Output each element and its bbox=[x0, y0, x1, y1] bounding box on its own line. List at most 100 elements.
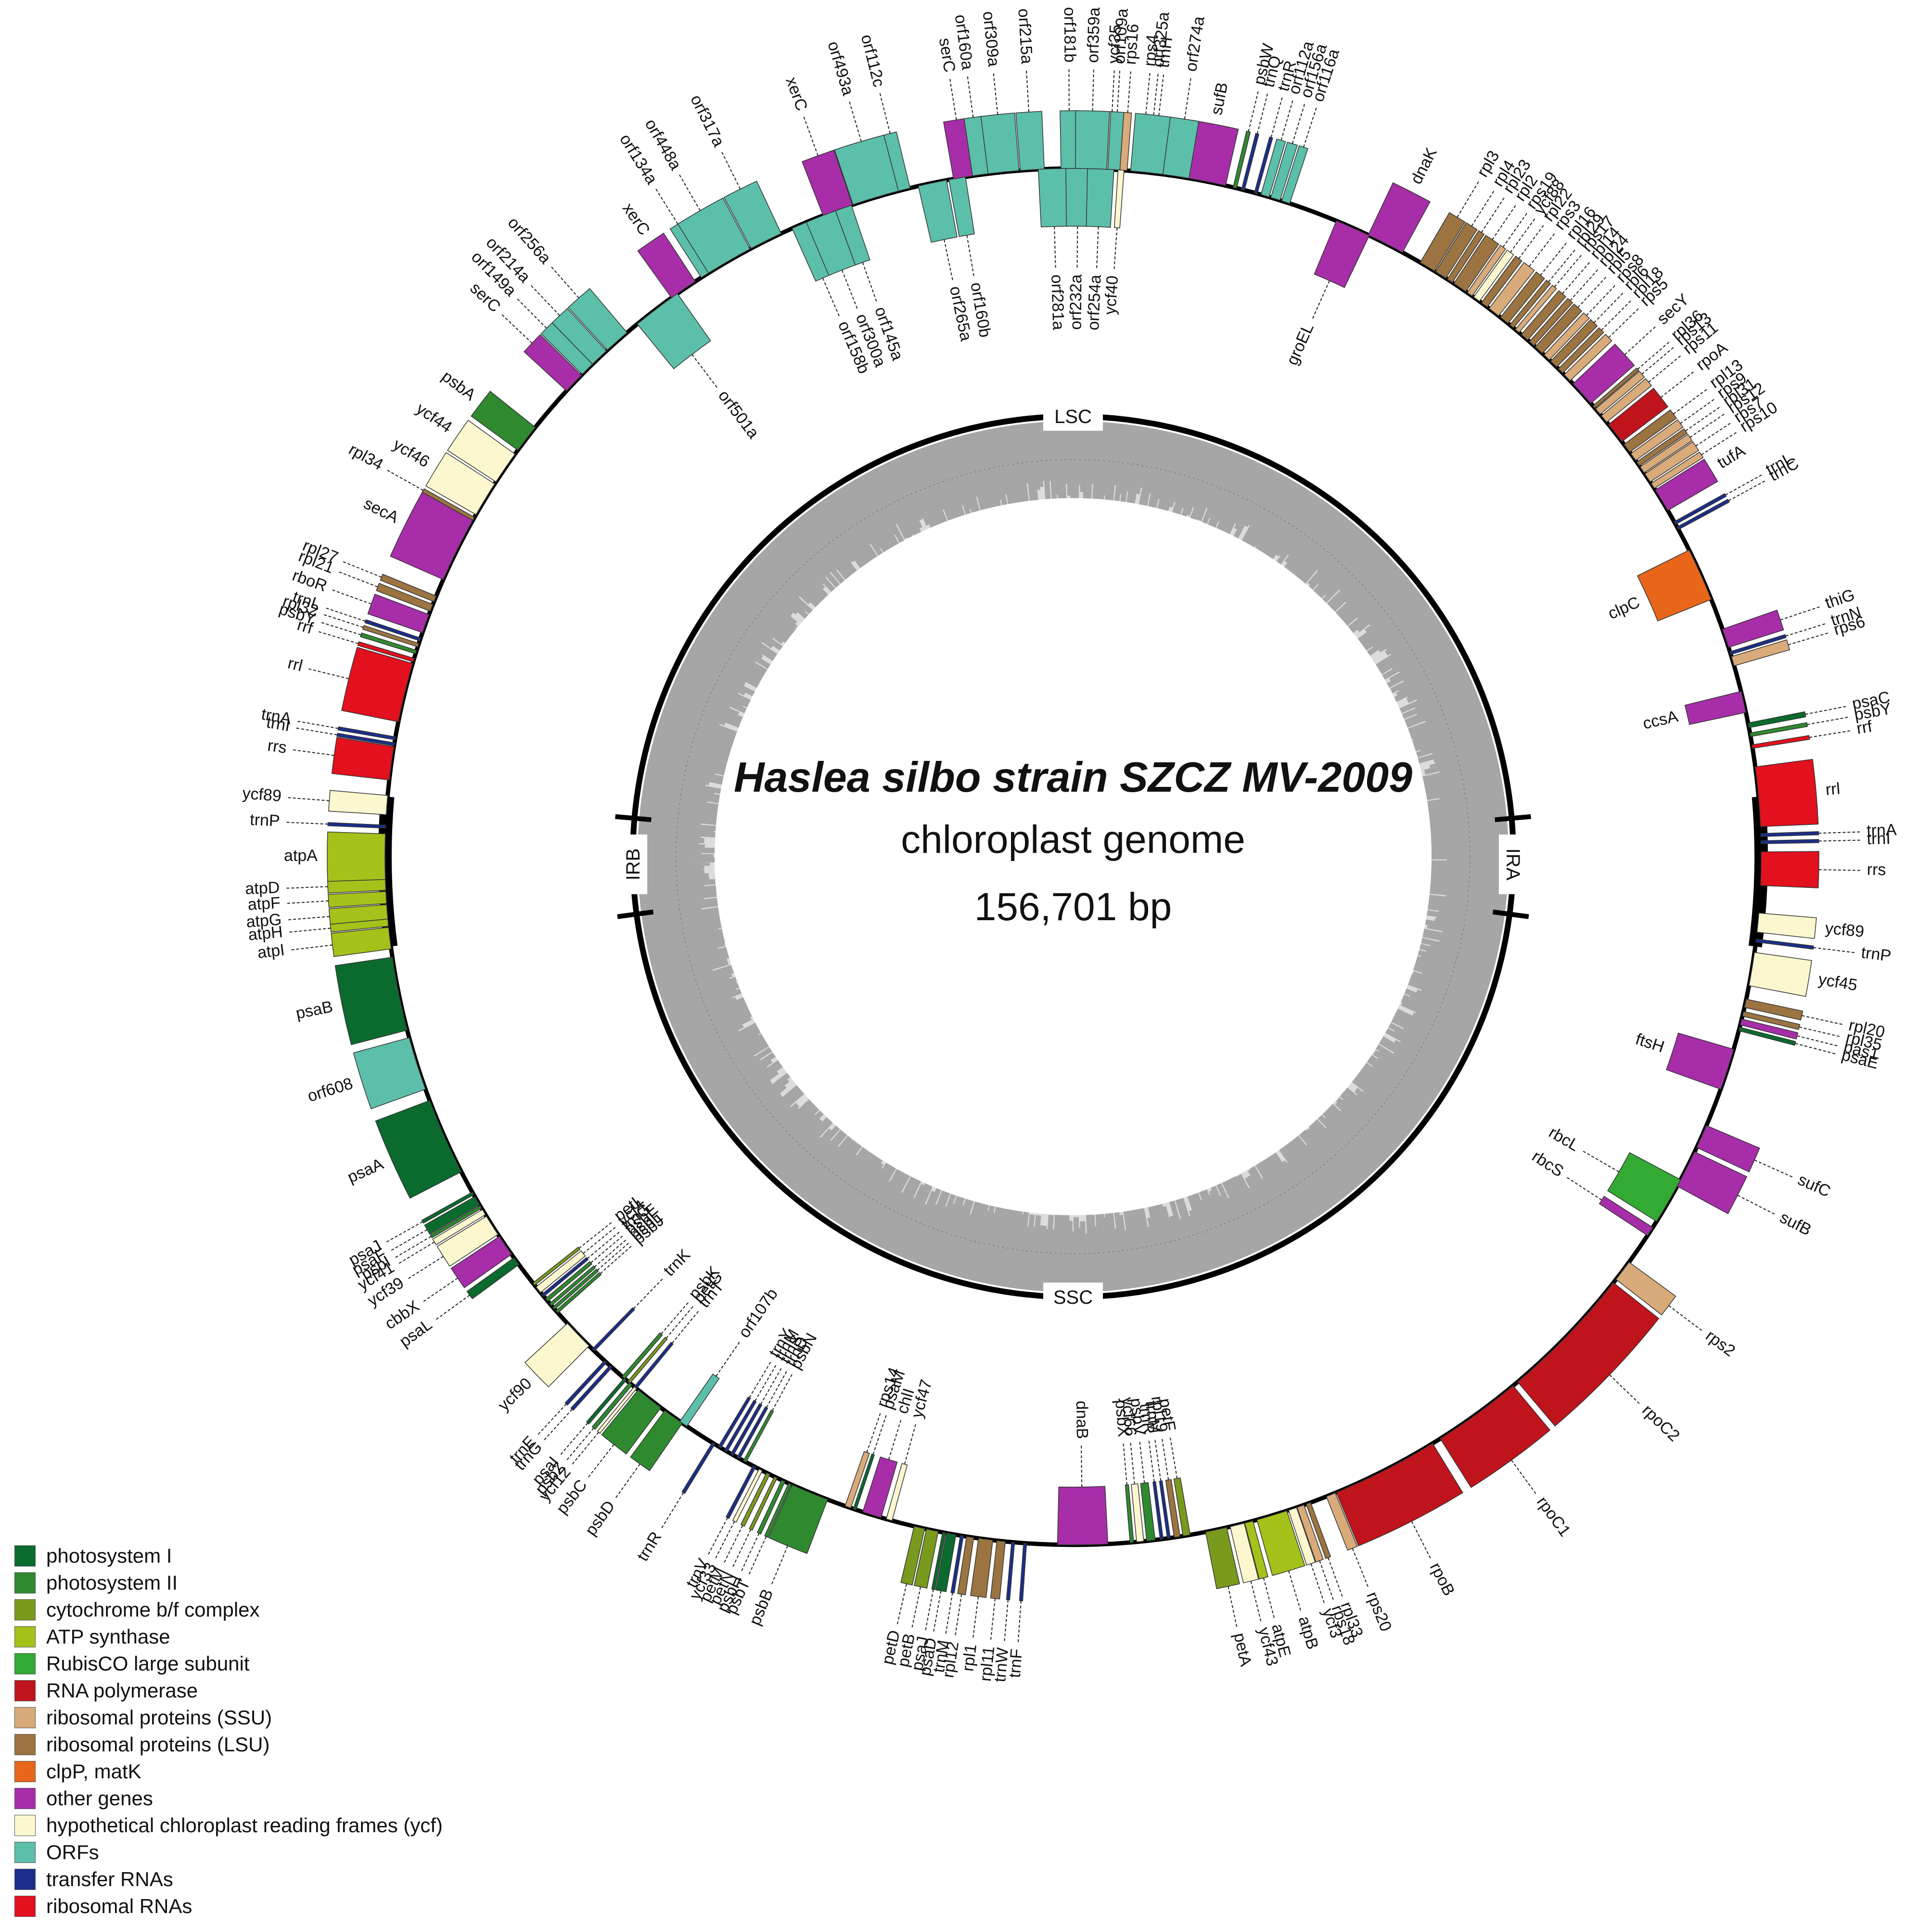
legend-label: ribosomal proteins (SSU) bbox=[46, 1706, 272, 1729]
legend-swatch bbox=[14, 1599, 36, 1620]
gene-leader-rps11 bbox=[1648, 354, 1683, 383]
gene-leader-rps5 bbox=[1608, 307, 1640, 338]
gene-block-orf359a bbox=[1075, 110, 1110, 170]
gene-leader-psbC bbox=[587, 1444, 614, 1479]
gene-label-rbcS: rbcS bbox=[1529, 1147, 1567, 1181]
gene-label-clpC: clpC bbox=[1605, 593, 1643, 623]
gene-leader-rpoC2 bbox=[1609, 1375, 1641, 1405]
gene-block-trnA bbox=[1760, 831, 1819, 837]
gene-leader-ycf88 bbox=[1510, 217, 1536, 253]
gene-leader-rpl31 bbox=[1685, 406, 1722, 432]
gene-leader-trnD bbox=[766, 1369, 788, 1408]
gene-leader-orf317a bbox=[720, 150, 741, 190]
legend-label: ribosomal proteins (LSU) bbox=[46, 1733, 270, 1756]
gene-block-orf256a bbox=[567, 288, 628, 351]
gene-leader-trnC bbox=[1728, 479, 1767, 501]
gene-leader-rpl24 bbox=[1570, 268, 1599, 301]
gene-block-rpl16 bbox=[1500, 271, 1545, 324]
gene-leader-trnY bbox=[749, 1360, 772, 1398]
gene-leader-petD bbox=[896, 1583, 907, 1626]
gene-block-rps6 bbox=[1731, 639, 1791, 667]
gene-block-petF bbox=[1173, 1477, 1191, 1537]
gene-leader-rpl34 bbox=[385, 469, 424, 491]
gene-leader-trnG bbox=[542, 1409, 573, 1442]
gene-leader-serC bbox=[500, 313, 533, 344]
gene-leader-rpoB bbox=[1411, 1521, 1432, 1560]
gene-leader-rpl32 bbox=[322, 613, 364, 628]
gene-leader-orf145a bbox=[862, 262, 878, 304]
gene-block-rrs bbox=[1760, 851, 1819, 888]
gene-block-rrl bbox=[341, 647, 413, 722]
gene-label-rps20: rps20 bbox=[1363, 1589, 1395, 1634]
gene-leader-psbY bbox=[319, 621, 361, 636]
gene-block-rps3 bbox=[1488, 262, 1535, 317]
gene-label-orf274a: orf274a bbox=[1182, 15, 1208, 73]
gene-leader-psbZ bbox=[565, 1427, 594, 1462]
gene-leader-rpl11 bbox=[990, 1598, 996, 1642]
legend-swatch bbox=[14, 1545, 36, 1567]
gene-label-orf181b: orf181b bbox=[1061, 7, 1079, 63]
legend-swatch bbox=[14, 1869, 36, 1890]
gene-block-orf281a bbox=[1037, 168, 1068, 228]
gene-leader-psbI bbox=[393, 1236, 432, 1259]
gene-leader-psbH bbox=[740, 1533, 760, 1573]
gene-leader-psbN bbox=[772, 1372, 793, 1411]
gene-label-ycf66: ycf66 bbox=[1118, 1396, 1140, 1437]
legend-label: ribosomal RNAs bbox=[46, 1895, 192, 1917]
gene-block-tufA bbox=[1655, 459, 1718, 511]
legend-label: RubisCO large subunit bbox=[46, 1652, 250, 1675]
gene-leader-orf214a bbox=[529, 283, 560, 316]
gene-leader-psbD bbox=[614, 1464, 640, 1500]
legend-item-psI: photosystem I bbox=[14, 1542, 443, 1569]
gene-block-rpl23 bbox=[1446, 230, 1485, 283]
gene-block-orf274a bbox=[1162, 116, 1200, 179]
gene-leader-rbcL bbox=[1581, 1150, 1619, 1172]
gene-block-trnR bbox=[1152, 1481, 1164, 1540]
gene-label-trnA: trnA bbox=[1867, 821, 1897, 840]
gene-block-orf112a bbox=[1260, 139, 1286, 198]
gene-leader-orf215a bbox=[1025, 68, 1030, 112]
gene-block-orf112c bbox=[883, 131, 911, 192]
gene-leader-trnI bbox=[294, 727, 337, 735]
gene-block-trnT bbox=[633, 1341, 674, 1389]
gene-leader-rpl29 bbox=[1548, 248, 1577, 283]
gene-block-xerC bbox=[801, 149, 853, 216]
gene-leader-rpl36 bbox=[1637, 340, 1671, 370]
boundary-tick-irb-end bbox=[615, 814, 652, 822]
region-label-ira: IRA bbox=[1498, 834, 1528, 894]
gene-leader-rpl3 bbox=[1457, 180, 1480, 218]
gene-block-rps13 bbox=[1595, 371, 1645, 415]
gene-block-rpl22 bbox=[1481, 256, 1523, 308]
gene-block-trnF bbox=[1019, 1542, 1027, 1602]
gene-leader-groEL bbox=[1311, 280, 1330, 321]
gene-block-ycf44 bbox=[447, 420, 516, 483]
gene-label-trnR: trnR bbox=[1136, 1402, 1158, 1435]
gene-label-trnI: trnI bbox=[265, 713, 292, 735]
gene-label-trnH: trnH bbox=[1154, 36, 1176, 69]
gene-label-rrs: rrs bbox=[267, 736, 288, 757]
gene-leader-psbE bbox=[590, 1234, 625, 1263]
gene-label-psaA: psaA bbox=[345, 1155, 386, 1186]
gene-leader-rpl12 bbox=[954, 1594, 962, 1637]
gene-block-rps18 bbox=[1296, 1504, 1324, 1563]
gene-block-rrl bbox=[1754, 758, 1819, 827]
gene-label-trnP: trnP bbox=[250, 810, 281, 830]
gene-block-rps17 bbox=[1515, 284, 1557, 334]
gene-leader-rpoC1 bbox=[1511, 1460, 1537, 1496]
gene-block-ycf41 bbox=[432, 1209, 486, 1246]
gene-block-atpA bbox=[327, 831, 386, 882]
gene-leader-orf160b bbox=[966, 235, 975, 278]
gene-block-trnR bbox=[1254, 136, 1273, 194]
gene-leader-rrl bbox=[307, 668, 349, 680]
gene-label-dnaK: dnaK bbox=[1407, 145, 1441, 187]
legend-item-ycf: hypothetical chloroplast reading frames … bbox=[14, 1812, 443, 1839]
gene-leader-ycf89 bbox=[286, 797, 330, 801]
gene-label-ycf46: ycf46 bbox=[390, 435, 433, 471]
gene-leader-rps16 bbox=[1127, 69, 1132, 113]
gene-leader-rpoA bbox=[1660, 370, 1695, 398]
gene-block-rps20 bbox=[1326, 1492, 1358, 1551]
gene-label-psbX: psbX bbox=[1112, 1399, 1133, 1438]
legend-label: other genes bbox=[46, 1787, 153, 1810]
gene-block-rpl18 bbox=[1558, 327, 1604, 374]
